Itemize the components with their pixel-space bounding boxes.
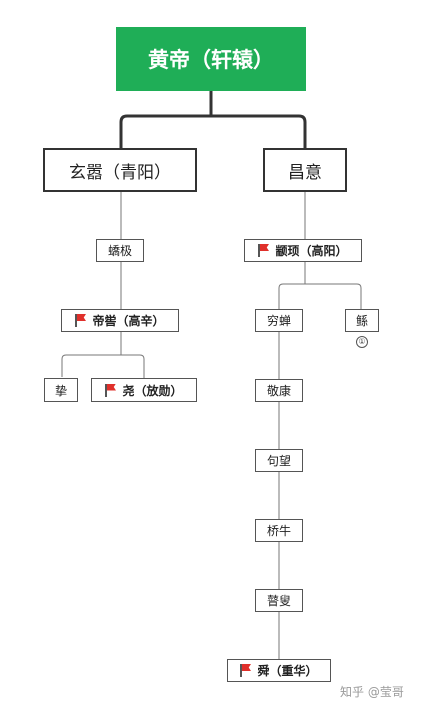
node-zhi: 挚 <box>44 378 78 402</box>
node-gun: 鲧 <box>345 309 379 332</box>
red-flag-icon <box>258 244 269 257</box>
node-qiaoniu: 桥牛 <box>255 519 303 542</box>
node-xuanxiao: 玄嚣（青阳） <box>43 148 197 192</box>
node-juwang-label: 句望 <box>266 454 291 468</box>
node-changyi: 昌意 <box>263 148 347 192</box>
node-digu: 帝喾（高辛） <box>61 309 179 332</box>
node-qiongchan-label: 穷蝉 <box>266 314 291 328</box>
node-xuanxiao-label: 玄嚣（青阳） <box>69 162 171 183</box>
root-label: 黄帝（轩辕） <box>148 48 274 72</box>
node-gusou: 瞽叟 <box>255 589 303 612</box>
node-jiaoji-label: 蟜极 <box>107 244 132 258</box>
node-shun-label: 舜（重华） <box>257 664 318 678</box>
node-zhuanxu-label: 颛顼（高阳） <box>275 244 348 258</box>
node-gusou-label: 瞽叟 <box>266 594 291 608</box>
node-digu-label: 帝喾（高辛） <box>92 314 165 328</box>
red-flag-icon <box>75 314 86 327</box>
watermark: 知乎 @莹哥 <box>340 685 404 699</box>
node-qiaoniu-label: 桥牛 <box>266 524 291 538</box>
node-jiaoji: 蟜极 <box>96 239 144 262</box>
node-qiongchan: 穷蝉 <box>255 309 303 332</box>
left-connector <box>61 192 145 378</box>
node-jingkang-label: 敬康 <box>266 384 291 398</box>
node-shun: 舜（重华） <box>227 659 331 682</box>
node-yao: 尧（放勋） <box>91 378 197 402</box>
red-flag-icon <box>105 383 116 397</box>
gun-number-badge: ① <box>356 336 368 348</box>
root-node-huangdi: 黄帝（轩辕） <box>116 27 306 91</box>
red-flag-icon <box>240 664 251 677</box>
root-connector <box>119 91 307 148</box>
node-gun-label: 鲧 <box>355 314 368 328</box>
node-zhuanxu: 颛顼（高阳） <box>244 239 362 262</box>
node-jingkang: 敬康 <box>255 379 303 402</box>
node-yao-label: 尧（放勋） <box>122 383 183 398</box>
node-zhi-label: 挚 <box>54 383 67 398</box>
node-changyi-label: 昌意 <box>288 162 322 183</box>
node-juwang: 句望 <box>255 449 303 472</box>
right-connector <box>278 192 362 659</box>
